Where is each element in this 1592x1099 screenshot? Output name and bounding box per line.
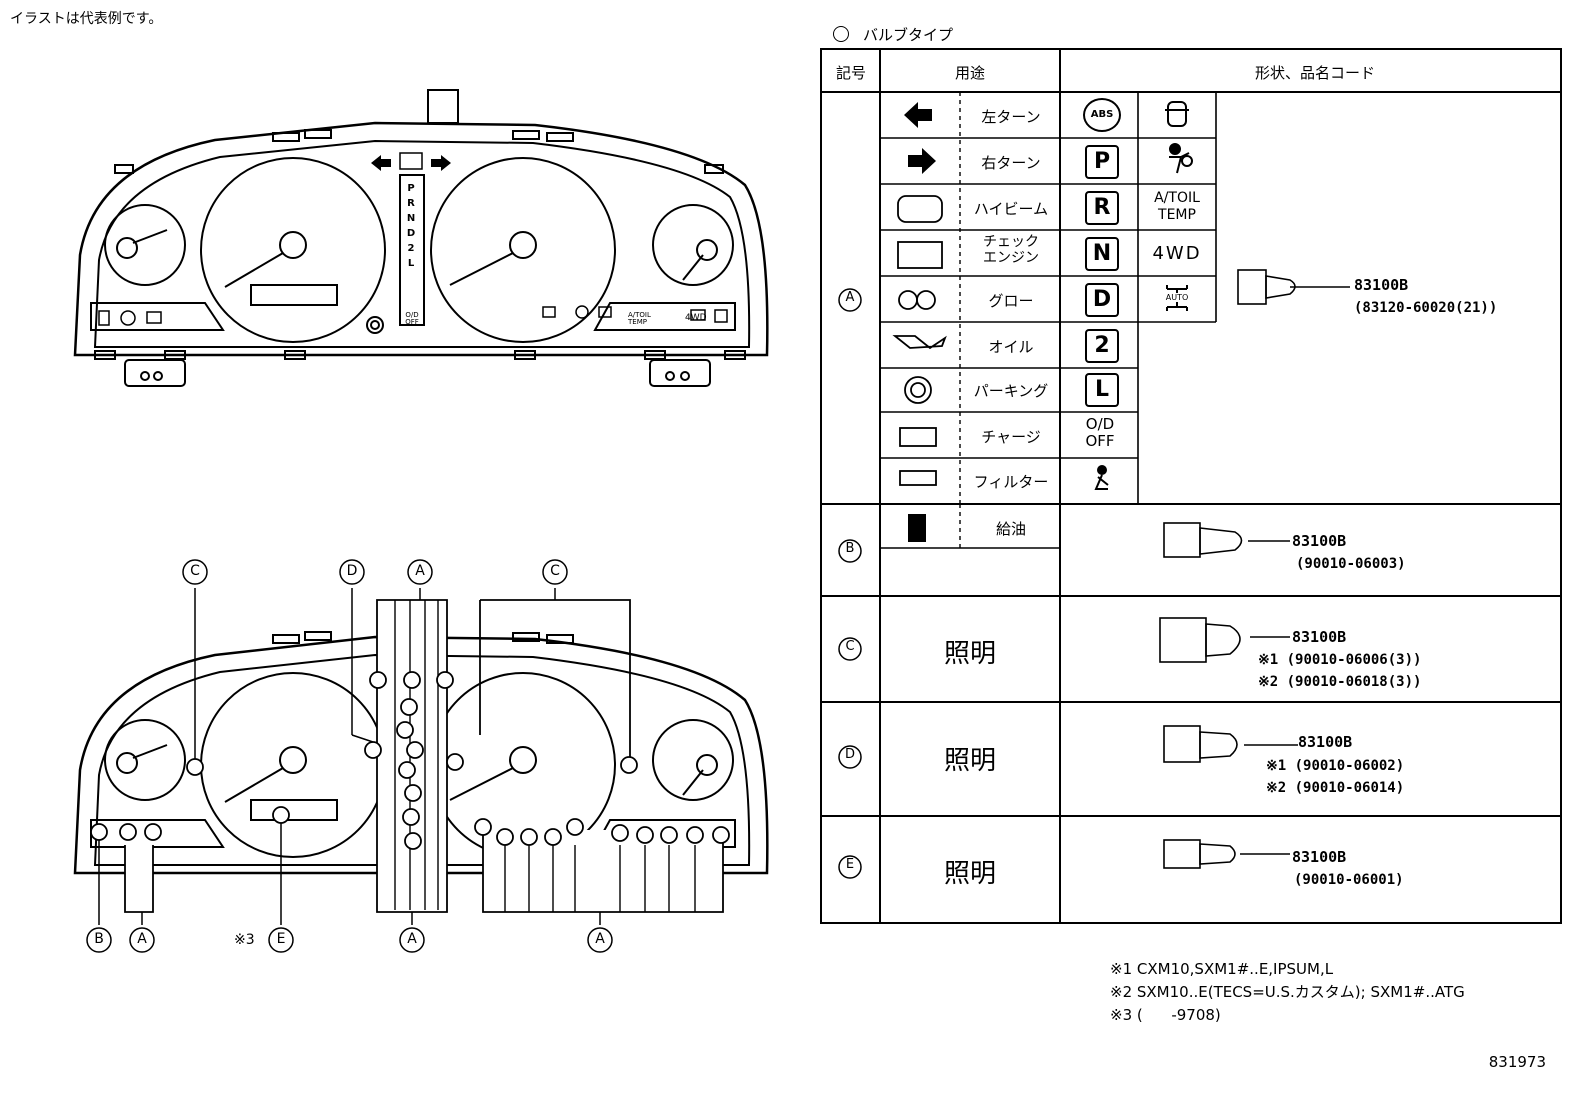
lighting-d: 照明 — [943, 746, 996, 776]
callout-a-left: A — [137, 931, 147, 947]
gear-r-icon: R — [1085, 191, 1119, 225]
footnote-2: ※2 SXM10..E(TECS=U.S.カスタム); SXM1#..ATG — [1110, 983, 1465, 1001]
use-filter: フィルター — [973, 473, 1049, 491]
use-fuel: 給油 — [995, 520, 1026, 538]
gear-2-icon: 2 — [1085, 329, 1119, 363]
gear-p: P — [407, 183, 415, 194]
header-shape-code: 形状、品名コード — [1254, 64, 1375, 82]
gear-n: N — [406, 213, 416, 224]
part-c-no: 83100B — [1292, 628, 1347, 646]
use-glow: グロー — [988, 292, 1034, 310]
part-d-sub2: ※2 (90010-06014) — [1266, 780, 1405, 796]
bulb-type-label: バルブタイプ — [863, 26, 954, 44]
temp-label: TEMP — [1158, 207, 1196, 223]
lighting-c: 照明 — [943, 639, 996, 669]
use-left-turn: 左ターン — [981, 108, 1041, 126]
part-a-no: 83100B — [1354, 276, 1409, 294]
seatbelt-icon — [1094, 465, 1109, 490]
part-e-no: 83100B — [1292, 848, 1347, 866]
upper-od-off: O/D OFF — [405, 311, 419, 326]
airbag-icon — [1169, 143, 1193, 174]
callout-d: D — [346, 563, 358, 579]
auto-icon: AUTO — [1160, 283, 1194, 315]
gear-n-icon: N — [1085, 237, 1119, 271]
use-check-engine-1: チェック — [983, 234, 1039, 250]
footnote-1: ※1 CXM10,SXM1#..E,IPSUM,L — [1110, 960, 1334, 978]
footnotes: ※1 CXM10,SXM1#..E,IPSUM,L ※2 SXM10..E(TE… — [1110, 958, 1465, 1027]
part-e-sub: (90010-06001) — [1294, 872, 1404, 888]
use-parking: パーキング — [973, 382, 1049, 400]
gear-l: L — [407, 258, 415, 269]
gear-p-icon: P — [1085, 145, 1119, 179]
part-b-sub: (90010-06003) — [1296, 556, 1406, 572]
symbol-c: C — [845, 639, 855, 654]
auto-label: AUTO — [1160, 293, 1194, 302]
illustration-note: イラストは代表例です。 — [10, 11, 163, 27]
callout-a-center: A — [407, 931, 417, 947]
gear-r: R — [407, 198, 415, 209]
use-check-engine: チェックエンジン — [964, 234, 1058, 266]
use-check-engine-2: エンジン — [983, 250, 1039, 266]
symbol-e: E — [845, 857, 855, 872]
part-b-no: 83100B — [1292, 532, 1347, 550]
note3-marker: ※3 — [234, 932, 255, 948]
callout-a-top: A — [415, 563, 425, 579]
part-c-sub1: ※1 (90010-06006(3)) — [1258, 652, 1422, 668]
header-use: 用途 — [954, 64, 985, 82]
callout-b: B — [94, 931, 104, 947]
atoil-label: A/TOIL — [1154, 190, 1200, 206]
diagram-code: 831973 — [1488, 1053, 1546, 1071]
part-c-sub2: ※2 (90010-06018(3)) — [1258, 674, 1422, 690]
door-icon — [1165, 101, 1189, 127]
part-a-sub: (83120-60020(21)) — [1354, 300, 1498, 316]
lower-cluster-diagram — [73, 559, 769, 953]
bulb-type-title: バルブタイプ — [833, 24, 953, 45]
4wd-icon: 4WD — [1152, 243, 1202, 264]
callout-c-right: C — [550, 563, 560, 579]
header-symbol: 記号 — [835, 64, 866, 82]
od-label: O/D — [1085, 415, 1115, 433]
use-high-beam: ハイビーム — [973, 200, 1049, 218]
symbol-a: A — [845, 290, 855, 305]
gear-d-icon: D — [1085, 283, 1119, 317]
gear-d: D — [406, 228, 416, 239]
symbol-b: B — [845, 541, 855, 556]
lighting-e: 照明 — [943, 859, 996, 889]
callout-a-right: A — [595, 931, 605, 947]
use-charge: チャージ — [981, 428, 1041, 446]
use-oil: オイル — [988, 338, 1034, 356]
upper-atoil-temp: A/TOIL TEMP — [628, 311, 651, 326]
abs-icon: ABS — [1083, 98, 1121, 132]
callout-c-left: C — [190, 563, 200, 579]
upper-cluster-diagram — [73, 89, 769, 387]
upper-gear-indicator: P R N D 2 L — [404, 181, 418, 271]
footnote-3: ※3 ( -9708) — [1110, 1006, 1221, 1024]
callout-e: E — [276, 931, 286, 947]
bulb-table — [820, 48, 1562, 924]
upper-4wd: 4WD — [685, 313, 707, 323]
part-d-no: 83100B — [1298, 733, 1353, 751]
use-right-turn: 右ターン — [981, 154, 1041, 172]
symbol-d: D — [844, 747, 855, 762]
gear-l-icon: L — [1085, 373, 1119, 407]
gear-2: 2 — [407, 243, 415, 254]
off-label: OFF — [1085, 432, 1115, 450]
part-d-sub1: ※1 (90010-06002) — [1266, 758, 1405, 774]
